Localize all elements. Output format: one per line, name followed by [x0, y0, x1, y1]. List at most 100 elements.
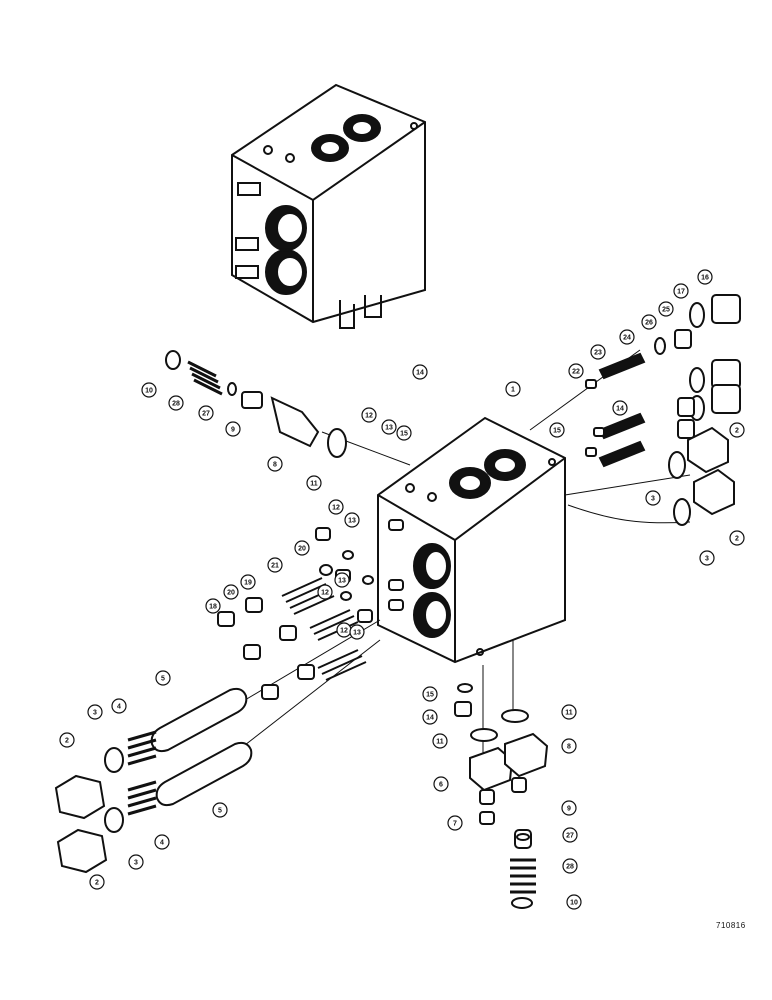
callout-7: 7 [447, 815, 463, 831]
callout-label: 13 [348, 518, 356, 525]
callout-22: 22 [568, 363, 584, 379]
callout-label: 2 [735, 536, 739, 543]
callout-label: 12 [332, 505, 340, 512]
callout-label: 17 [677, 289, 685, 296]
callout-26: 26 [641, 314, 657, 330]
callout-15: 15 [396, 425, 412, 441]
callout-label: 6 [439, 782, 443, 789]
callout-12: 12 [361, 407, 377, 423]
callout-28: 28 [562, 858, 578, 874]
callout-label: 2 [95, 880, 99, 887]
callout-label: 28 [566, 864, 574, 871]
callout-24: 24 [619, 329, 635, 345]
callout-label: 14 [426, 715, 434, 722]
callout-3: 3 [87, 704, 103, 720]
callout-14: 14 [412, 364, 428, 380]
upper-left-parts [165, 350, 347, 458]
callout-5: 5 [155, 670, 171, 686]
callout-13: 13 [381, 419, 397, 435]
callout-3: 3 [645, 490, 661, 506]
callout-28: 28 [168, 395, 184, 411]
callout-label: 11 [310, 481, 318, 488]
callout-label: 20 [298, 546, 306, 553]
callout-17: 17 [673, 283, 689, 299]
callout-11: 11 [432, 733, 448, 749]
callout-label: 16 [701, 275, 709, 282]
callout-13: 13 [344, 512, 360, 528]
callout-label: 5 [161, 676, 165, 683]
callout-6: 6 [433, 776, 449, 792]
callout-12: 12 [317, 584, 333, 600]
callout-8: 8 [267, 456, 283, 472]
callout-label: 4 [160, 840, 164, 847]
spool-assemblies [54, 687, 253, 874]
callout-4: 4 [154, 834, 170, 850]
callout-27: 27 [198, 405, 214, 421]
callout-11: 11 [306, 475, 322, 491]
assembled-valve-block [231, 83, 426, 329]
callout-label: 12 [340, 628, 348, 635]
right-side-parts [585, 294, 741, 526]
callout-label: 3 [705, 556, 709, 563]
callout-27: 27 [562, 827, 578, 843]
callout-label: 23 [594, 350, 602, 357]
callout-12: 12 [336, 622, 352, 638]
callout-11: 11 [561, 704, 577, 720]
callout-2: 2 [729, 422, 745, 438]
callout-20: 20 [223, 584, 239, 600]
callout-label: 8 [273, 462, 277, 469]
callout-label: 15 [400, 431, 408, 438]
callout-2: 2 [59, 732, 75, 748]
callout-label: 1 [511, 387, 515, 394]
bottom-parts [454, 683, 549, 909]
callout-14: 14 [422, 709, 438, 725]
callout-label: 8 [567, 744, 571, 751]
callout-15: 15 [549, 422, 565, 438]
callout-label: 3 [651, 496, 655, 503]
callout-13: 13 [349, 624, 365, 640]
callout-label: 3 [93, 710, 97, 717]
callout-label: 14 [616, 406, 624, 413]
callout-label: 13 [385, 425, 393, 432]
callout-label: 4 [117, 704, 121, 711]
callout-8: 8 [561, 738, 577, 754]
callout-23: 23 [590, 344, 606, 360]
callout-label: 27 [566, 833, 574, 840]
callout-label: 15 [426, 692, 434, 699]
callout-label: 11 [565, 710, 573, 717]
left-side-parts [217, 527, 374, 700]
callout-label: 19 [244, 580, 252, 587]
callout-20: 20 [294, 540, 310, 556]
callout-12: 12 [328, 499, 344, 515]
callout-label: 13 [338, 578, 346, 585]
callout-13: 13 [334, 572, 350, 588]
callout-label: 3 [134, 860, 138, 867]
callout-4: 4 [111, 698, 127, 714]
callout-label: 27 [202, 411, 210, 418]
drawing-code: 710816 [716, 921, 746, 930]
callout-10: 10 [141, 382, 157, 398]
callout-label: 5 [218, 808, 222, 815]
callout-label: 7 [453, 821, 457, 828]
callout-label: 12 [365, 413, 373, 420]
callout-2: 2 [729, 530, 745, 546]
callout-label: 26 [645, 320, 653, 327]
callout-label: 12 [321, 590, 329, 597]
callout-label: 18 [209, 604, 217, 611]
callout-2: 2 [89, 874, 105, 890]
callout-21: 21 [267, 557, 283, 573]
callout-label: 2 [735, 428, 739, 435]
callout-label: 11 [436, 739, 444, 746]
callout-9: 9 [225, 421, 241, 437]
callout-25: 25 [658, 301, 674, 317]
callout-3: 3 [699, 550, 715, 566]
callout-19: 19 [240, 574, 256, 590]
callout-14: 14 [612, 400, 628, 416]
callout-label: 13 [353, 630, 361, 637]
callout-label: 22 [572, 369, 580, 376]
callout-label: 14 [416, 370, 424, 377]
main-valve-block [377, 416, 566, 664]
callout-1: 1 [505, 381, 521, 397]
callout-15: 15 [422, 686, 438, 702]
